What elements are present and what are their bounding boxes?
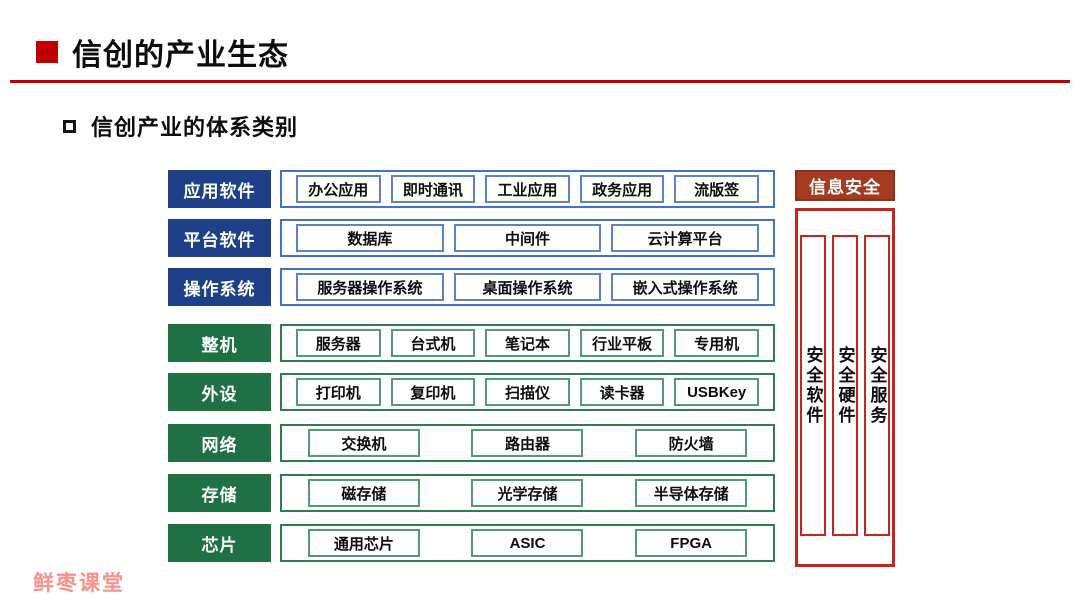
item-box: 复印机 xyxy=(390,378,476,406)
row-label: 芯片 xyxy=(168,524,271,562)
row-items: 通用芯片 ASIC FPGA xyxy=(280,524,775,562)
item-box: 专用机 xyxy=(674,329,759,357)
item-box: 通用芯片 xyxy=(307,529,420,557)
security-column-services: 安全服务 xyxy=(864,235,890,536)
header-divider xyxy=(10,80,1070,83)
title-square-bullet-icon xyxy=(36,41,58,63)
row-items: 服务器 台式机 笔记本 行业平板 专用机 xyxy=(280,324,775,362)
item-box: 读卡器 xyxy=(579,378,665,406)
section-title: 信创产业的体系类别 xyxy=(91,115,299,140)
row-platform-software: 平台软件 数据库 中间件 云计算平台 xyxy=(168,219,775,257)
item-box: FPGA xyxy=(635,529,748,557)
row-label: 操作系统 xyxy=(168,268,271,306)
item-box: 云计算平台 xyxy=(611,224,760,252)
row-items: 服务器操作系统 桌面操作系统 嵌入式操作系统 xyxy=(280,268,775,306)
row-peripherals: 外设 打印机 复印机 扫描仪 读卡器 USBKey xyxy=(168,373,775,411)
security-column-hardware: 安全硬件 xyxy=(832,235,858,536)
row-label: 外设 xyxy=(168,373,271,411)
page-title: 信创的产业生态 xyxy=(72,39,289,72)
item-box: 流版签 xyxy=(674,175,759,203)
row-items: 磁存储 光学存储 半导体存储 xyxy=(280,474,775,512)
item-box: 工业应用 xyxy=(485,175,570,203)
row-network: 网络 交换机 路由器 防火墙 xyxy=(168,424,775,462)
item-box: 台式机 xyxy=(390,329,476,357)
row-items: 交换机 路由器 防火墙 xyxy=(280,424,775,462)
row-items: 数据库 中间件 云计算平台 xyxy=(280,219,775,257)
security-panel: 安全软件 安全硬件 安全服务 xyxy=(795,208,895,567)
row-chip: 芯片 通用芯片 ASIC FPGA xyxy=(168,524,775,562)
row-application-software: 应用软件 办公应用 即时通讯 工业应用 政务应用 流版签 xyxy=(168,170,775,208)
item-box: 交换机 xyxy=(307,429,420,457)
row-complete-machine: 整机 服务器 台式机 笔记本 行业平板 专用机 xyxy=(168,324,775,362)
item-box: 数据库 xyxy=(296,224,444,252)
row-label: 应用软件 xyxy=(168,170,271,208)
row-label: 存储 xyxy=(168,474,271,512)
item-box: 磁存储 xyxy=(307,479,420,507)
row-items: 打印机 复印机 扫描仪 读卡器 USBKey xyxy=(280,373,775,411)
row-operating-system: 操作系统 服务器操作系统 桌面操作系统 嵌入式操作系统 xyxy=(168,268,775,306)
item-box: 中间件 xyxy=(453,224,602,252)
item-box: 光学存储 xyxy=(471,479,584,507)
item-box: 服务器 xyxy=(296,329,381,357)
row-label: 平台软件 xyxy=(168,219,271,257)
security-column-label: 安全软件 xyxy=(803,345,823,426)
section-header: 信创产业的体系类别 xyxy=(63,110,298,142)
item-box: 桌面操作系统 xyxy=(453,273,602,301)
item-box: 办公应用 xyxy=(296,175,381,203)
item-box: ASIC xyxy=(471,529,584,557)
item-box: 扫描仪 xyxy=(485,378,570,406)
security-column-software: 安全软件 xyxy=(800,235,826,536)
security-column-label: 安全服务 xyxy=(867,345,887,426)
subtitle-square-bullet-icon xyxy=(63,119,76,133)
row-storage: 存储 磁存储 光学存储 半导体存储 xyxy=(168,474,775,512)
item-box: 服务器操作系统 xyxy=(296,273,444,301)
item-box: 嵌入式操作系统 xyxy=(611,273,760,301)
item-box: 笔记本 xyxy=(485,329,570,357)
item-box: 路由器 xyxy=(471,429,584,457)
row-label: 整机 xyxy=(168,324,271,362)
watermark: 鲜枣课堂 xyxy=(33,572,125,595)
item-box: 打印机 xyxy=(296,378,381,406)
item-box: 半导体存储 xyxy=(635,479,748,507)
item-box: 防火墙 xyxy=(635,429,748,457)
item-box: 即时通讯 xyxy=(390,175,476,203)
item-box: 行业平板 xyxy=(579,329,665,357)
item-box: USBKey xyxy=(674,378,759,406)
security-column-label: 安全硬件 xyxy=(835,345,855,426)
item-box: 政务应用 xyxy=(579,175,665,203)
row-items: 办公应用 即时通讯 工业应用 政务应用 流版签 xyxy=(280,170,775,208)
security-header: 信息安全 xyxy=(795,170,895,201)
row-label: 网络 xyxy=(168,424,271,462)
page-header: 信创的产业生态 xyxy=(36,30,289,74)
